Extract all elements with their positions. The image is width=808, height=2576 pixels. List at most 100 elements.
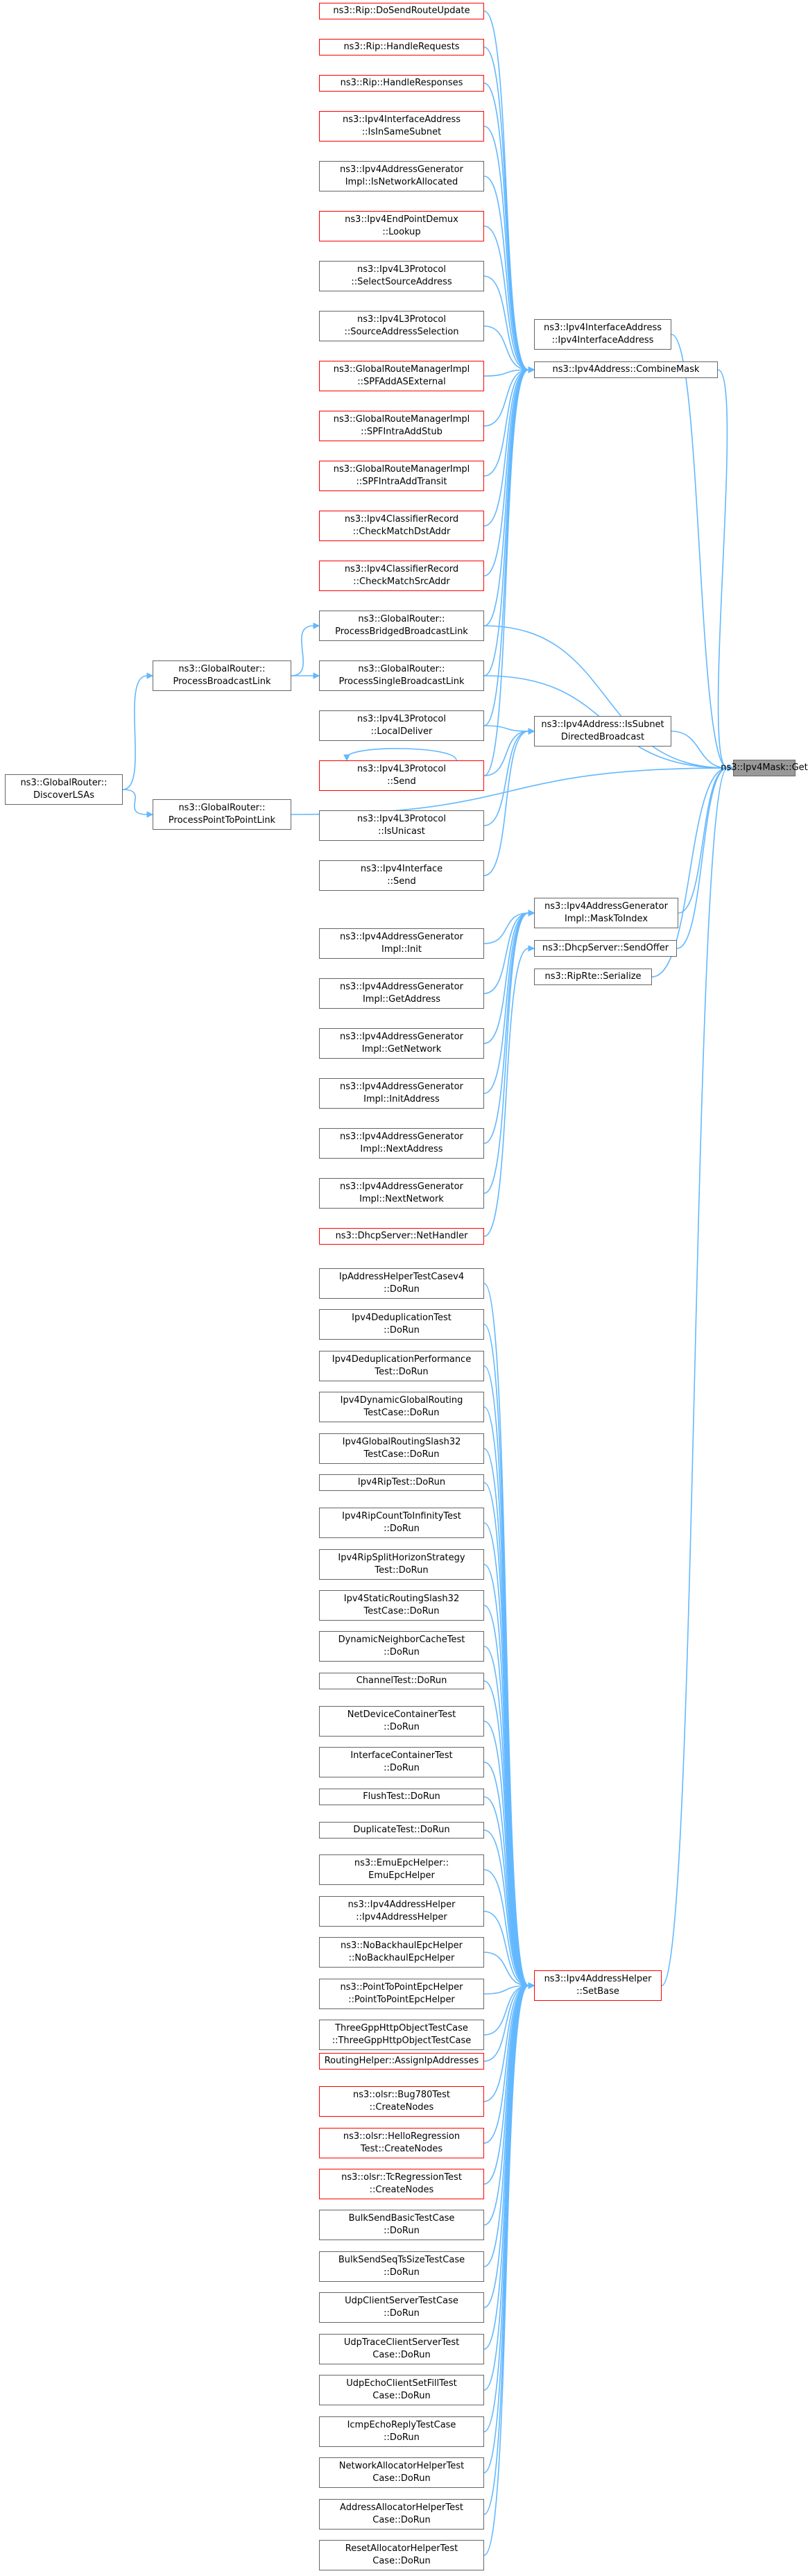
node-c27[interactable]: UdpClientServerTestCase ::DoRun [319, 2292, 484, 2323]
node-isd[interactable]: ns3::Ipv4Address::IsSubnet DirectedBroad… [534, 716, 671, 747]
node-iuc[interactable]: ns3::Ipv4L3Protocol ::IsUnicast [319, 810, 484, 841]
node-gga[interactable]: ns3::Ipv4AddressGenerator Impl::GetAddre… [319, 978, 484, 1009]
node-ssa[interactable]: ns3::Ipv4L3Protocol ::SelectSourceAddres… [319, 261, 484, 291]
node-c4[interactable]: Ipv4DynamicGlobalRouting TestCase::DoRun [319, 1392, 484, 1422]
node-iiaI[interactable]: ns3::Ipv4InterfaceAddress ::Ipv4Interfac… [534, 319, 671, 350]
edge-snd-to-cm [483, 369, 529, 776]
node-mti[interactable]: ns3::Ipv4AddressGenerator Impl::MaskToIn… [534, 898, 678, 928]
edge-c17-to-sb [483, 1911, 529, 1986]
arrowhead-snd-to-snd [343, 754, 350, 762]
node-rip2[interactable]: ns3::Rip::HandleRequests [319, 39, 484, 56]
edge-gia-to-mti [483, 912, 529, 1094]
node-pbl[interactable]: ns3::GlobalRouter:: ProcessBroadcastLink [153, 660, 291, 691]
node-c5[interactable]: Ipv4GlobalRoutingSlash32 TestCase::DoRun [319, 1433, 484, 1464]
node-c24[interactable]: ns3::olsr::TcRegressionTest ::CreateNode… [319, 2169, 484, 2199]
node-pbbl[interactable]: ns3::GlobalRouter:: ProcessBridgedBroadc… [319, 611, 484, 641]
edge-isd-to-t [671, 731, 728, 769]
node-ginit[interactable]: ns3::Ipv4AddressGenerator Impl::Init [319, 928, 484, 959]
node-spft[interactable]: ns3::GlobalRouteManagerImpl ::SPFIntraAd… [319, 461, 484, 491]
node-c1[interactable]: IpAddressHelperTestCasev4 ::DoRun [319, 1268, 484, 1299]
node-c32[interactable]: AddressAllocatorHelperTest Case::DoRun [319, 2499, 484, 2530]
node-dso[interactable]: ns3::DhcpServer::SendOffer [534, 940, 677, 957]
node-c33[interactable]: ResetAllocatorHelperTest Case::DoRun [319, 2540, 484, 2570]
node-c12[interactable]: NetDeviceContainerTest ::DoRun [319, 1706, 484, 1737]
node-c15[interactable]: DuplicateTest::DoRun [319, 1822, 484, 1839]
node-dsl[interactable]: ns3::GlobalRouter:: DiscoverLSAs [5, 774, 123, 805]
node-c17[interactable]: ns3::Ipv4AddressHelper ::Ipv4AddressHelp… [319, 1896, 484, 1927]
node-c29[interactable]: UdpEchoClientSetFillTest Case::DoRun [319, 2375, 484, 2405]
node-t[interactable]: ns3::Ipv4Mask::Get [721, 760, 808, 776]
edge-dso-to-t [676, 767, 728, 949]
node-c26[interactable]: BulkSendSeqTsSizeTestCase ::DoRun [319, 2251, 484, 2282]
edge-c24-to-sb [483, 1985, 529, 2185]
node-dnh[interactable]: ns3::DhcpServer::NetHandler [319, 1228, 484, 1245]
node-cmd[interactable]: ns3::Ipv4ClassifierRecord ::CheckMatchDs… [319, 511, 484, 541]
node-c2[interactable]: Ipv4DeduplicationTest ::DoRun [319, 1309, 484, 1340]
edge-c23-to-sb [483, 1985, 529, 2144]
edge-rrs-to-t [651, 767, 728, 978]
edge-pbbl-to-t [483, 625, 728, 769]
edge-spft-to-cm [483, 369, 529, 477]
node-c13[interactable]: InterfaceContainerTest ::DoRun [319, 1747, 484, 1777]
node-snd[interactable]: ns3::Ipv4L3Protocol ::Send [319, 760, 484, 791]
node-c21[interactable]: RoutingHelper::AssignIpAddresses [319, 2053, 484, 2070]
node-ggn[interactable]: ns3::Ipv4AddressGenerator Impl::GetNetwo… [319, 1028, 484, 1059]
node-rip1[interactable]: ns3::Rip::DoSendRouteUpdate [319, 3, 484, 19]
node-c16[interactable]: ns3::EmuEpcHelper:: EmuEpcHelper [319, 1854, 484, 1885]
node-c14[interactable]: FlushTest::DoRun [319, 1789, 484, 1805]
node-c20[interactable]: ThreeGppHttpObjectTestCase ::ThreeGppHtt… [319, 2020, 484, 2050]
edge-c13-to-sb [483, 1762, 529, 1986]
node-cm[interactable]: ns3::Ipv4Address::CombineMask [534, 361, 718, 378]
edge-ssa-to-cm [483, 275, 529, 370]
edge-sb-to-t [661, 767, 728, 1986]
node-c8[interactable]: Ipv4RipSplitHorizonStrategy Test::DoRun [319, 1549, 484, 1580]
node-ld[interactable]: ns3::Ipv4L3Protocol ::LocalDeliver [319, 710, 484, 741]
node-sas[interactable]: ns3::Ipv4L3Protocol ::SourceAddressSelec… [319, 311, 484, 341]
edge-iis-to-cm [483, 126, 529, 370]
node-sb[interactable]: ns3::Ipv4AddressHelper ::SetBase [534, 1970, 662, 2001]
node-iis[interactable]: ns3::Ipv4InterfaceAddress ::IsInSameSubn… [319, 111, 484, 142]
node-gia[interactable]: ns3::Ipv4AddressGenerator Impl::InitAddr… [319, 1078, 484, 1109]
node-rrs[interactable]: ns3::RipRte::Serialize [534, 969, 652, 985]
node-c31[interactable]: NetworkAllocatorHelperTest Case::DoRun [319, 2457, 484, 2488]
edge-cms-to-cm [483, 369, 529, 577]
node-ppl[interactable]: ns3::GlobalRouter:: ProcessPointToPointL… [153, 799, 291, 830]
edge-c21-to-sb [483, 1985, 529, 2062]
edge-c7-to-sb [483, 1522, 529, 1986]
node-gna[interactable]: ns3::Ipv4AddressGenerator Impl::IsNetwor… [319, 161, 484, 191]
arrowhead-ld-to-isd [528, 728, 535, 735]
node-ifs[interactable]: ns3::Ipv4Interface ::Send [319, 860, 484, 891]
edge-c30-to-sb [483, 1985, 529, 2432]
edge-spfa-to-cm [483, 369, 529, 377]
edge-pbbl-to-cm [483, 369, 529, 626]
edge-c11-to-sb [483, 1680, 529, 1986]
node-c28[interactable]: UdpTraceClientServerTest Case::DoRun [319, 2334, 484, 2364]
node-c11[interactable]: ChannelTest::DoRun [319, 1673, 484, 1689]
node-gnxa[interactable]: ns3::Ipv4AddressGenerator Impl::NextAddr… [319, 1128, 484, 1159]
edge-c26-to-sb [483, 1985, 529, 2267]
node-spfa[interactable]: ns3::GlobalRouteManagerImpl ::SPFAddASEx… [319, 361, 484, 391]
node-c7[interactable]: Ipv4RipCountToInfinityTest ::DoRun [319, 1508, 484, 1538]
node-c22[interactable]: ns3::olsr::Bug780Test ::CreateNodes [319, 2086, 484, 2117]
node-c23[interactable]: ns3::olsr::HelloRegression Test::CreateN… [319, 2128, 484, 2158]
node-epd[interactable]: ns3::Ipv4EndPointDemux ::Lookup [319, 211, 484, 241]
node-cms[interactable]: ns3::Ipv4ClassifierRecord ::CheckMatchSr… [319, 561, 484, 591]
node-c18[interactable]: ns3::NoBackhaulEpcHelper ::NoBackhaulEpc… [319, 1937, 484, 1968]
node-spfs[interactable]: ns3::GlobalRouteManagerImpl ::SPFIntraAd… [319, 411, 484, 441]
node-psbl[interactable]: ns3::GlobalRouter:: ProcessSingleBroadca… [319, 660, 484, 691]
node-c10[interactable]: DynamicNeighborCacheTest ::DoRun [319, 1631, 484, 1662]
arrowhead-gnxn-to-mti [528, 910, 535, 916]
node-c3[interactable]: Ipv4DeduplicationPerformance Test::DoRun [319, 1351, 484, 1381]
node-c19[interactable]: ns3::PointToPointEpcHelper ::PointToPoin… [319, 1979, 484, 2009]
node-c30[interactable]: IcmpEchoReplyTestCase ::DoRun [319, 2416, 484, 2447]
node-gnxn[interactable]: ns3::Ipv4AddressGenerator Impl::NextNetw… [319, 1178, 484, 1209]
node-c6[interactable]: Ipv4RipTest::DoRun [319, 1474, 484, 1491]
node-c9[interactable]: Ipv4StaticRoutingSlash32 TestCase::DoRun [319, 1590, 484, 1621]
edge-rip2-to-cm [483, 46, 529, 370]
edge-dnh-to-dso [483, 948, 529, 1237]
edge-psbl-to-cm [483, 369, 529, 676]
node-c25[interactable]: BulkSendBasicTestCase ::DoRun [319, 2210, 484, 2240]
node-rip3[interactable]: ns3::Rip::HandleResponses [319, 75, 484, 92]
